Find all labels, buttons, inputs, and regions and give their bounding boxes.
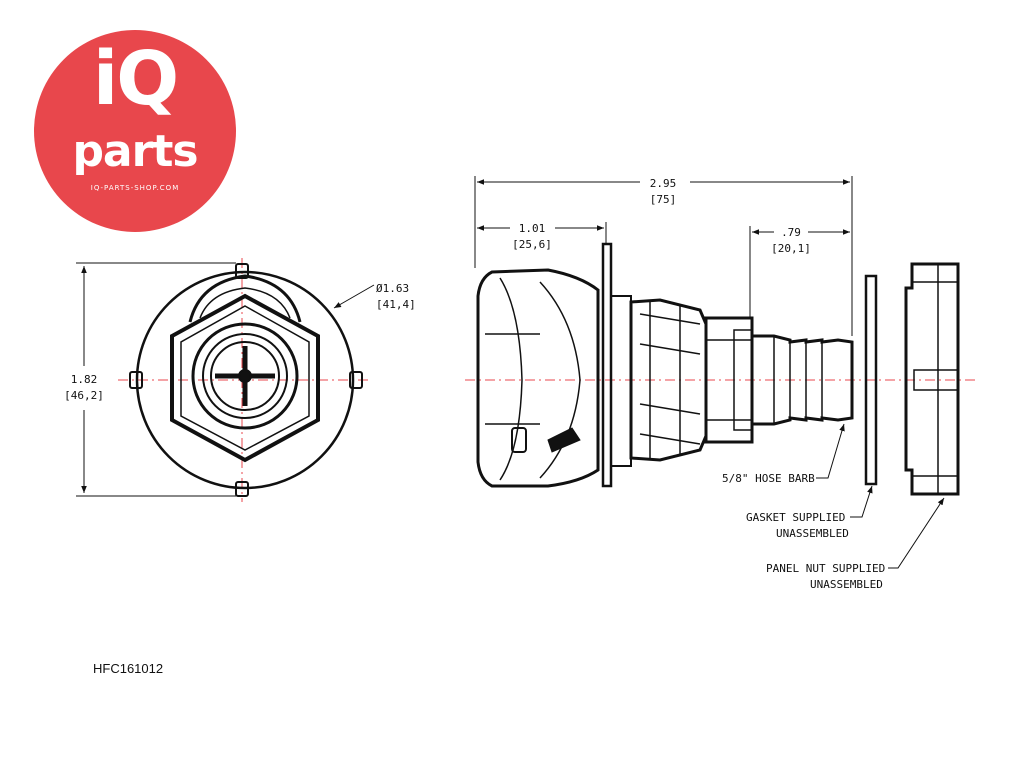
front-bore-outer <box>191 322 299 430</box>
side-barb-dimension <box>749 226 850 318</box>
part-number: HFC161012 <box>93 661 164 676</box>
side-body-length-in: 1.01 <box>519 222 546 235</box>
front-lug-right <box>349 371 363 389</box>
side-body-length-mm: [25,6] <box>512 238 552 251</box>
front-lug-left <box>129 371 143 389</box>
side-barb-length-mm: [20,1] <box>771 242 811 255</box>
front-diameter-in: Ø1.63 <box>376 282 409 295</box>
side-overall-length-in: 2.95 <box>650 177 677 190</box>
hose-barb-leader <box>816 423 845 479</box>
front-height-mm: [46,2] <box>64 389 104 402</box>
front-view <box>118 258 368 502</box>
side-overall-length-mm: [75] <box>650 193 677 206</box>
gasket-leader <box>850 485 873 518</box>
front-bore-inner <box>210 341 280 411</box>
logo-brand-bottom: parts <box>72 126 198 177</box>
callout-leaders <box>816 423 945 569</box>
side-overall-dimension <box>474 176 853 336</box>
panel-nut-callout-line1: PANEL NUT SUPPLIED <box>766 562 885 575</box>
side-body-dimension <box>477 222 607 244</box>
side-barb-length-in: .79 <box>781 226 801 239</box>
logo-brand-top: iQ <box>92 36 179 122</box>
gasket-callout-line2: UNASSEMBLED <box>776 527 849 540</box>
gasket-callout-line1: GASKET SUPPLIED <box>746 511 845 524</box>
front-flange-circle <box>135 270 355 490</box>
side-view <box>465 242 975 496</box>
side-panel-nut <box>904 262 960 496</box>
iq-parts-logo: iQ parts IQ-PARTS-SHOP.COM <box>34 30 236 232</box>
front-hex-inner <box>180 305 310 451</box>
logo-url: IQ-PARTS-SHOP.COM <box>90 184 180 192</box>
front-diameter-leader <box>333 284 375 309</box>
front-height-dimension <box>76 262 236 497</box>
front-hex-body <box>170 293 320 463</box>
front-height-in: 1.82 <box>71 373 98 386</box>
panel-nut-callout-line2: UNASSEMBLED <box>810 578 883 591</box>
front-latch <box>188 274 302 323</box>
hose-barb-callout: 5/8" HOSE BARB <box>722 472 815 485</box>
panel-nut-leader <box>888 497 945 569</box>
side-panel-flange <box>601 242 613 488</box>
front-diameter-mm: [41,4] <box>376 298 416 311</box>
side-coupling-body <box>476 268 600 488</box>
side-gasket <box>864 274 878 486</box>
